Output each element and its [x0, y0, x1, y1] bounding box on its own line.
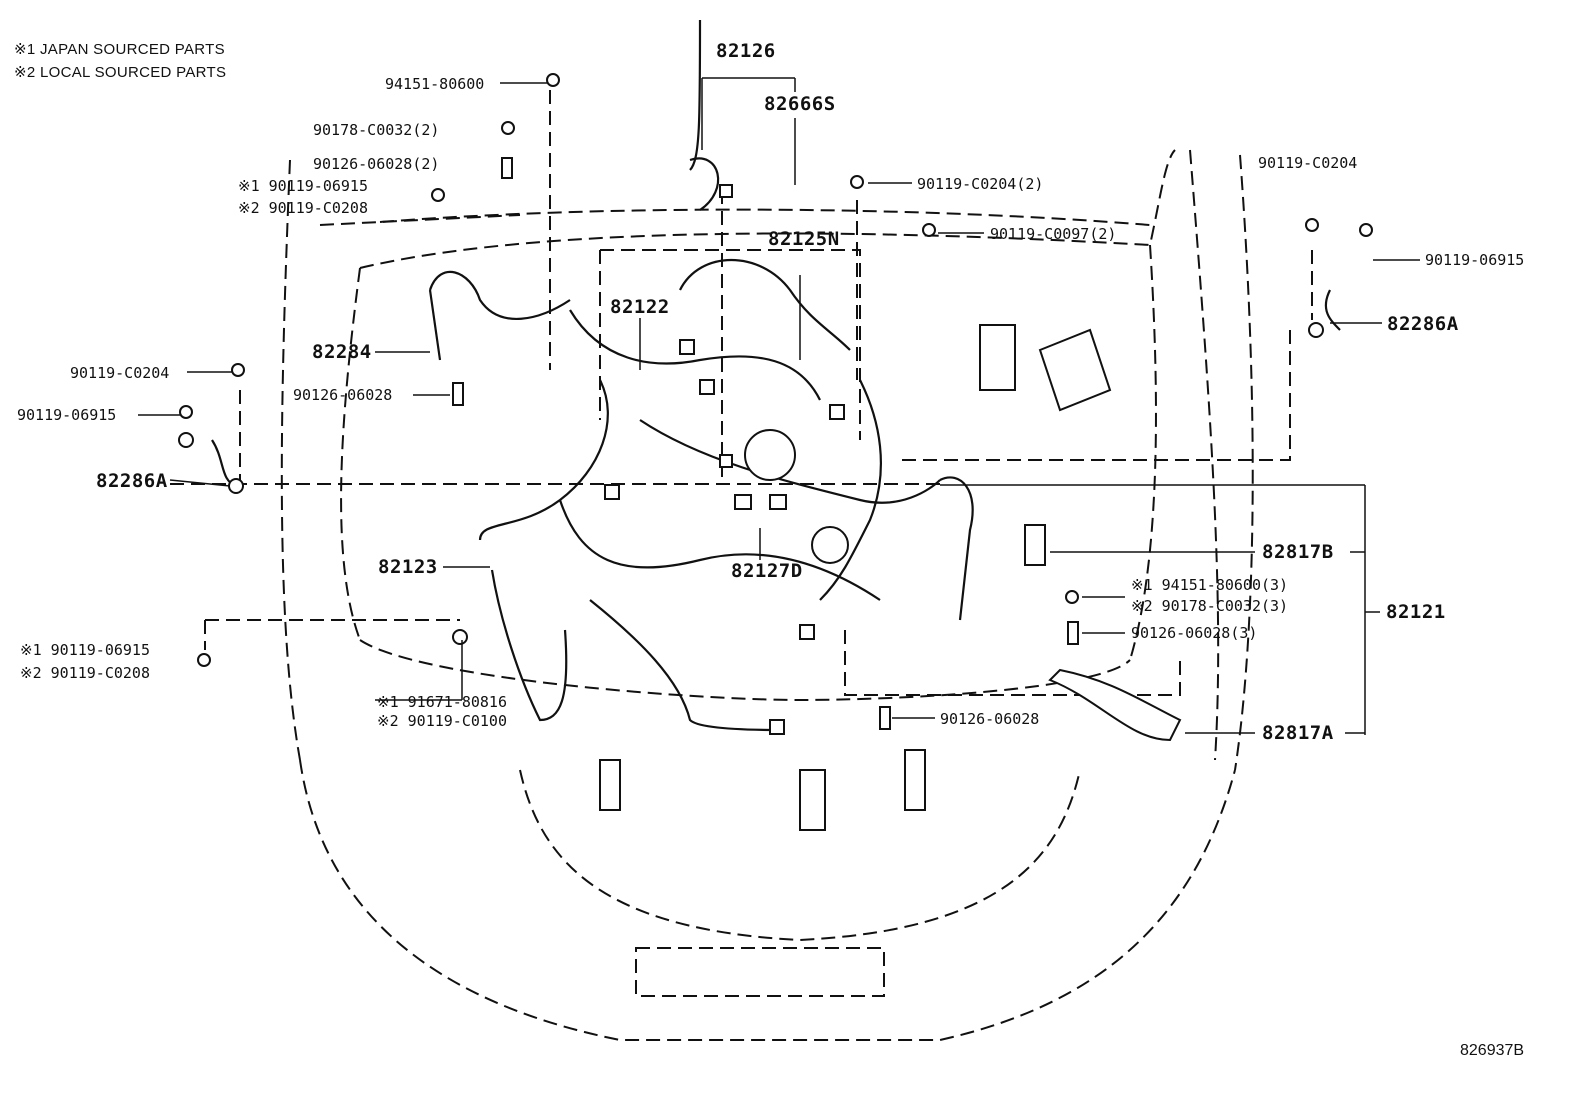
- callout-90126-06028-2: 90126-06028(2): [313, 155, 440, 173]
- leader-lines: [138, 77, 1420, 735]
- callout-90119-c0204-2: 90119-C0204(2): [917, 175, 1044, 193]
- callout-94151-80600: 94151-80600: [385, 75, 485, 93]
- callout-90119-06915-right: 90119-06915: [1425, 251, 1525, 269]
- callout-90126-06028-left: 90126-06028: [293, 386, 393, 404]
- callout-82286a-right: 82286A: [1387, 313, 1459, 335]
- illustration-code: 826937B: [1460, 1042, 1525, 1059]
- callout-82286a-left: 82286A: [96, 470, 168, 492]
- callout-90119-c0204-left: 90119-C0204: [70, 364, 170, 382]
- callout-82284: 82284: [312, 341, 372, 363]
- callout-82126: 82126: [716, 40, 776, 62]
- callout-90119-06915-top: ※1 90119-06915: [238, 177, 368, 195]
- callout-82666s: 82666S: [764, 93, 836, 115]
- callout-82122: 82122: [610, 296, 670, 318]
- note-local-sourced: ※2 LOCAL SOURCED PARTS: [14, 64, 227, 81]
- callout-90126-06028-bottom: 90126-06028: [940, 710, 1040, 728]
- connectors: [599, 184, 1182, 831]
- callout-82817b: 82817B: [1262, 541, 1334, 563]
- note-japan-sourced: ※1 JAPAN SOURCED PARTS: [14, 41, 225, 58]
- callout-90126-06028-3: 90126-06028(3): [1131, 624, 1258, 642]
- callout-82127d: 82127D: [731, 560, 803, 582]
- wire-harness: [211, 19, 1341, 732]
- callout-82125n: 82125N: [768, 228, 840, 250]
- car-body-outline: [170, 90, 1313, 1041]
- callout-82123: 82123: [378, 556, 438, 578]
- callout-91671-80816: ※1 91671-80816: [377, 693, 507, 711]
- callout-90178-c0032-2: 90178-C0032(2): [313, 121, 440, 139]
- fasteners: [178, 73, 1373, 730]
- callout-90119-06915-left: 90119-06915: [17, 406, 117, 424]
- callout-90119-c0208-top: ※2 90119-C0208: [238, 199, 368, 217]
- callout-90119-c0100: ※2 90119-C0100: [377, 712, 507, 730]
- callout-82817a: 82817A: [1262, 722, 1334, 744]
- callout-82121: 82121: [1386, 601, 1446, 623]
- callout-90119-c0097-2: 90119-C0097(2): [990, 225, 1117, 243]
- callout-90178-c0032-3: ※2 90178-C0032(3): [1131, 597, 1289, 615]
- callout-90119-c0208-bottom: ※2 90119-C0208: [20, 664, 150, 682]
- callout-90119-c0204-right: 90119-C0204: [1258, 154, 1358, 172]
- callout-90119-06915-bottom: ※1 90119-06915: [20, 641, 150, 659]
- callout-94151-80600-3: ※1 94151-80600(3): [1131, 576, 1289, 594]
